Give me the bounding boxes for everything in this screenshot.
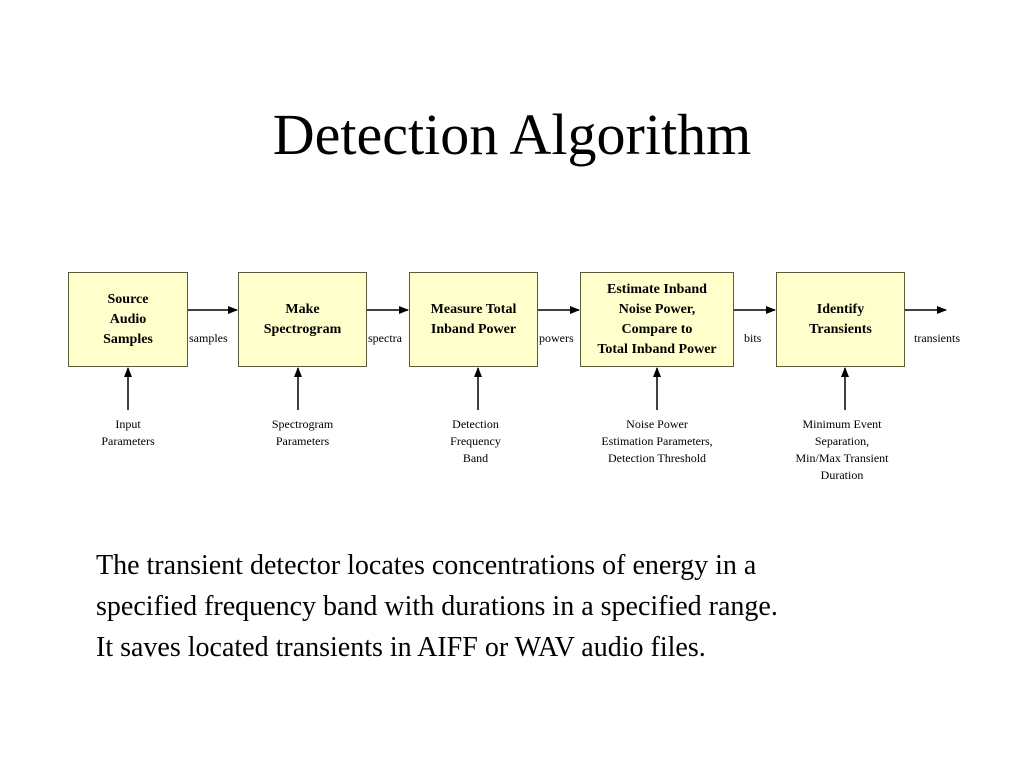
edge-label-powers: powers: [539, 331, 574, 345]
block-label: Estimate Inband Noise Power, Compare to …: [597, 281, 717, 357]
block-label: Measure Total Inband Power: [430, 301, 517, 337]
param-spectrogram: Spectrogram Parameters: [271, 417, 334, 448]
param-input: Input Parameters: [101, 417, 155, 448]
param-event-duration: Minimum Event Separation, Min/Max Transi…: [795, 417, 889, 482]
block-identify-transients: Identify Transients: [776, 272, 905, 367]
edge-label-transients: transients: [914, 331, 960, 345]
edge-label-spectra: spectra: [368, 331, 402, 345]
block-label: Identify Transients: [809, 301, 872, 337]
block-measure-power: Measure Total Inband Power: [409, 272, 538, 367]
edge-label-samples: samples: [189, 331, 228, 345]
block-make-spectrogram: Make Spectrogram: [238, 272, 367, 367]
slide-title: Detection Algorithm: [272, 102, 752, 167]
description-text: The transient detector locates concentra…: [96, 550, 778, 663]
block-label: Source Audio Samples: [103, 291, 153, 347]
block-label: Make Spectrogram: [263, 301, 342, 337]
block-estimate-noise: Estimate Inband Noise Power, Compare to …: [580, 272, 734, 367]
block-source-audio-samples: Source Audio Samples: [68, 272, 188, 367]
param-detection-band: Detection Frequency Band: [450, 417, 501, 465]
edge-label-bits: bits: [744, 331, 762, 345]
param-noise-estimation: Noise Power Estimation Parameters, Detec…: [601, 417, 713, 465]
